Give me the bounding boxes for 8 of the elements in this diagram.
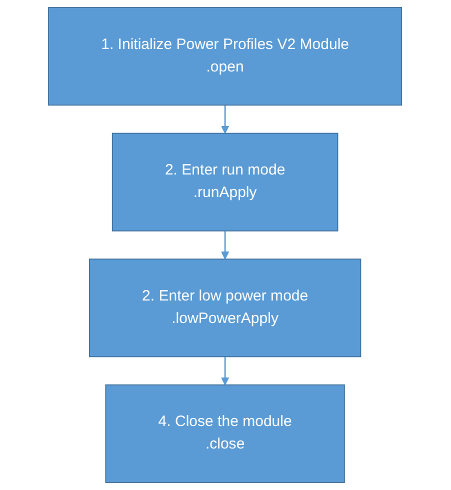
- node-box: [106, 384, 346, 483]
- arrow: [221, 230, 230, 260]
- arrow: [221, 356, 230, 386]
- node-box: [48, 7, 402, 106]
- arrow: [221, 105, 230, 134]
- node-box: [112, 132, 339, 232]
- flowchart: 1. Initialize Power Profiles V2 Module .open 2. Enter run mode .runApply 2. Enter low power mode .lowPowerApply 4. Close the module .close: [29, 0, 422, 490]
- node-box: [89, 258, 362, 358]
